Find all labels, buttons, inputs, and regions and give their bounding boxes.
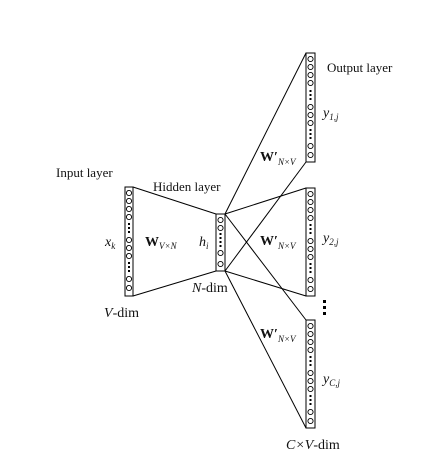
output-weight-matrix-label-c: W′N×V (260, 327, 297, 344)
output-variable-y2: y2,j (321, 231, 339, 247)
input-layer-label: Input layer (56, 165, 113, 180)
output-layer-label: Output layer (327, 60, 393, 75)
output-column-c (305, 319, 316, 429)
input-hidden-bottom-line (132, 270, 217, 297)
input-variable-x: xk (104, 235, 116, 251)
output-variable-yc: yC,j (321, 372, 340, 388)
output-dimension-label: C×V-dim (286, 438, 340, 453)
input-dimension-label: V-dim (104, 306, 139, 321)
hidden-outC-bottom-line (224, 270, 307, 429)
ellipsis-between-outputs (323, 300, 326, 315)
output-column-1 (305, 52, 316, 163)
input-hidden-top-line (132, 186, 217, 215)
hidden-variable-h: hi (199, 235, 209, 251)
hidden-layer-label: Hidden layer (153, 179, 221, 194)
hidden-out2-top-line (224, 187, 307, 215)
output-column-2 (305, 187, 316, 297)
hidden-out1-top-line (224, 52, 307, 215)
hidden-outC-top-line (224, 213, 307, 321)
hidden-out1-bottom-line (224, 161, 307, 272)
hidden-out2-bottom-line (224, 270, 307, 297)
output-weight-matrix-label-2: W′N×V (260, 234, 297, 251)
hidden-layer-column (215, 213, 226, 272)
input-layer-column (124, 186, 134, 297)
connections (132, 52, 307, 429)
hidden-dimension-label: N-dim (191, 281, 228, 296)
input-weight-matrix-label: WV×N (145, 235, 178, 251)
output-variable-y1: y1,j (321, 106, 339, 122)
output-weight-matrix-label-1: W′N×V (260, 150, 297, 167)
